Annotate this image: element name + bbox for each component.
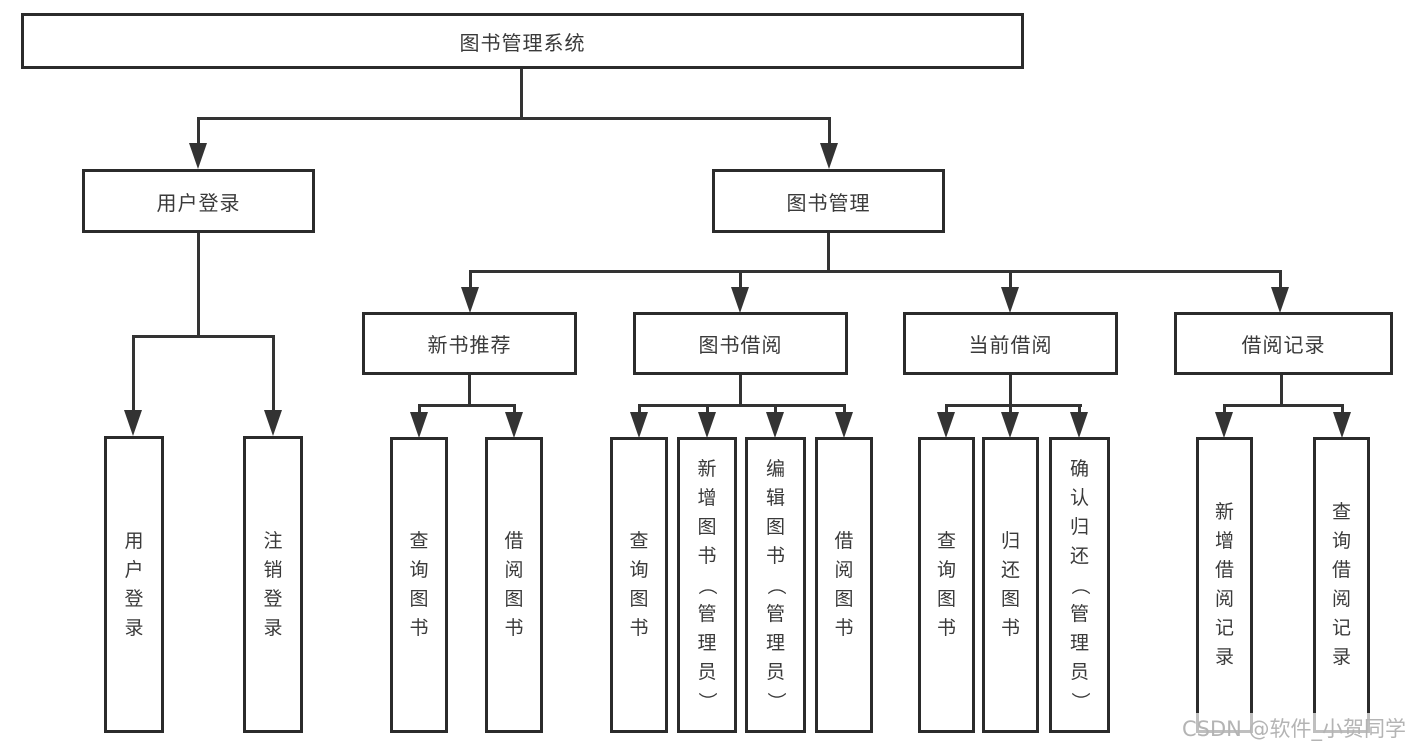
node-new-book-recommend-label: 新书推荐 — [427, 333, 512, 357]
connector-drop-new-book — [469, 270, 472, 289]
leaf-borrow-books-recommend: 借阅图书 — [485, 437, 543, 733]
down-arrowhead — [1070, 412, 1088, 438]
connector-drop — [843, 404, 846, 414]
down-arrowhead — [410, 412, 428, 438]
down-arrowhead — [505, 412, 523, 438]
leaf-user-login-label: 用户登录 — [124, 529, 144, 639]
down-arrowhead — [1001, 412, 1019, 438]
down-arrowhead — [835, 412, 853, 438]
connector-user-login-stem — [197, 233, 200, 338]
connector-drop — [1078, 404, 1081, 414]
down-arrowhead — [189, 143, 207, 169]
connector-current-borrowing-branch — [945, 404, 1082, 407]
down-arrowhead — [1333, 412, 1351, 438]
down-arrowhead — [698, 412, 716, 438]
leaf-query-books-borrowing-label: 查询图书 — [629, 530, 649, 639]
down-arrowhead — [461, 287, 479, 313]
leaf-borrow-books-borrowing-label: 借阅图书 — [834, 530, 854, 639]
down-arrowhead — [1271, 287, 1289, 313]
connector-borrowing-records-stem — [1280, 375, 1283, 407]
leaf-borrow-books-borrowing: 借阅图书 — [815, 437, 873, 733]
leaf-logout: 注销登录 — [243, 436, 303, 733]
connector-root-branch — [197, 117, 831, 120]
leaf-add-borrow-record-label: 新增借阅记录 — [1214, 501, 1234, 668]
leaf-query-books-current: 查询图书 — [918, 437, 975, 733]
connector-borrowing-records-branch — [1223, 404, 1344, 407]
leaf-user-login: 用户登录 — [104, 436, 164, 733]
node-root: 图书管理系统 — [21, 13, 1024, 69]
connector-drop — [706, 404, 709, 414]
connector-drop-leaf-login — [132, 335, 135, 412]
leaf-edit-book-admin: 编辑图书（管理员） — [745, 437, 806, 733]
down-arrowhead — [820, 143, 838, 169]
leaf-query-books-borrowing: 查询图书 — [610, 437, 668, 733]
node-user-login: 用户登录 — [82, 169, 315, 233]
leaf-query-borrow-record: 查询借阅记录 — [1313, 437, 1370, 733]
connector-new-book-branch — [418, 404, 516, 407]
connector-drop-leaf-logout — [272, 335, 275, 412]
connector-drop — [513, 404, 516, 414]
leaf-edit-book-admin-label: 编辑图书（管理员） — [764, 457, 787, 711]
leaf-add-book-admin-label: 新增图书（管理员） — [696, 457, 719, 711]
leaf-add-book-admin: 新增图书（管理员） — [677, 437, 737, 733]
down-arrowhead — [731, 287, 749, 313]
down-arrowhead — [1001, 287, 1019, 313]
connector-user-login-branch — [132, 335, 275, 338]
node-book-borrowing: 图书借阅 — [633, 312, 848, 375]
leaf-query-books-recommend-label: 查询图书 — [409, 530, 429, 639]
connector-drop-current-borrowing — [1009, 270, 1012, 289]
connector-drop — [1341, 404, 1344, 414]
connector-drop-user-login — [197, 117, 200, 145]
node-book-management-label: 图书管理 — [786, 190, 871, 215]
connector-drop — [774, 404, 777, 414]
down-arrowhead — [264, 410, 282, 436]
connector-drop-book-management — [828, 117, 831, 145]
connector-drop-borrowing-records — [1279, 270, 1282, 289]
leaf-confirm-return-admin-label: 确认归还（管理员） — [1068, 457, 1091, 711]
node-user-login-label: 用户登录 — [156, 190, 241, 215]
leaf-borrow-books-recommend-label: 借阅图书 — [504, 530, 524, 639]
down-arrowhead — [630, 412, 648, 438]
connector-new-book-stem — [468, 375, 471, 407]
node-book-management: 图书管理 — [712, 169, 945, 233]
down-arrowhead — [124, 410, 142, 436]
leaf-logout-label: 注销登录 — [263, 529, 283, 639]
down-arrowhead — [937, 412, 955, 438]
node-borrowing-records-label: 借阅记录 — [1241, 333, 1326, 357]
leaf-add-borrow-record: 新增借阅记录 — [1196, 437, 1253, 733]
node-borrowing-records: 借阅记录 — [1174, 312, 1393, 375]
node-new-book-recommend: 新书推荐 — [362, 312, 577, 375]
node-current-borrowing: 当前借阅 — [903, 312, 1118, 375]
connector-drop-book-borrowing — [739, 270, 742, 289]
connector-book-borrowing-stem — [739, 375, 742, 407]
down-arrowhead — [1215, 412, 1233, 438]
leaf-query-borrow-record-label: 查询借阅记录 — [1331, 501, 1351, 668]
connector-root-stem — [520, 69, 523, 120]
connector-drop — [945, 404, 948, 414]
connector-drop — [638, 404, 641, 414]
connector-book-management-stem — [827, 233, 830, 273]
connector-current-borrowing-stem — [1009, 375, 1012, 407]
connector-book-management-branch — [469, 270, 1282, 273]
connector-drop — [1009, 404, 1012, 414]
leaf-return-books-label: 归还图书 — [1000, 530, 1020, 639]
leaf-confirm-return-admin: 确认归还（管理员） — [1049, 437, 1110, 733]
node-book-borrowing-label: 图书借阅 — [698, 333, 783, 357]
watermark: CSDN @软件_小贺同学 — [1180, 713, 1405, 743]
connector-drop — [418, 404, 421, 414]
leaf-query-books-recommend: 查询图书 — [390, 437, 448, 733]
down-arrowhead — [766, 412, 784, 438]
leaf-query-books-current-label: 查询图书 — [936, 530, 956, 639]
connector-drop — [1223, 404, 1226, 414]
connector-book-borrowing-branch — [638, 404, 846, 407]
node-root-label: 图书管理系统 — [459, 30, 586, 55]
leaf-return-books: 归还图书 — [982, 437, 1039, 733]
node-current-borrowing-label: 当前借阅 — [968, 333, 1053, 357]
